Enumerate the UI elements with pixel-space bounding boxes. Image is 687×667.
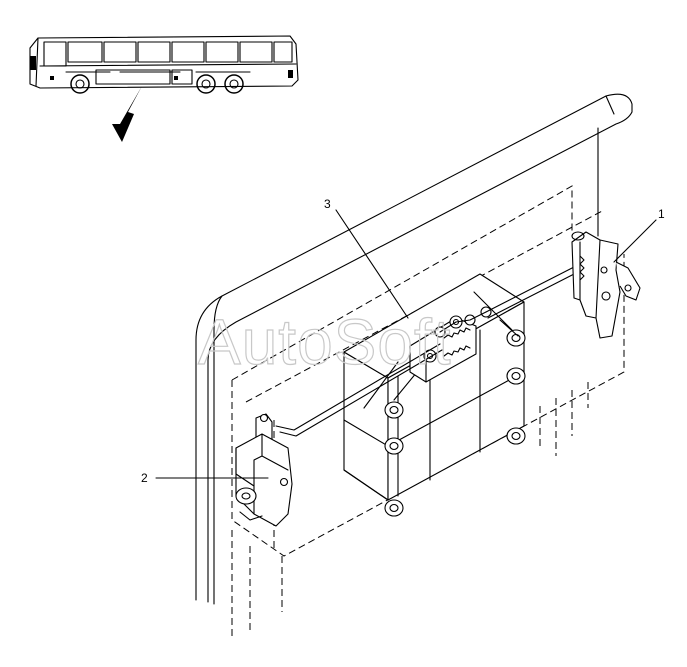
callout-2: 2 [141, 471, 269, 485]
callout-3: 3 [324, 197, 409, 319]
left-latch [235, 413, 293, 527]
mechanism-frame [343, 273, 526, 517]
linkage-rod [275, 265, 579, 437]
door-frame [195, 93, 633, 605]
callout-label-3: 3 [324, 197, 331, 211]
watermark-text: AutoSoft [198, 306, 452, 378]
gear-assembly [409, 306, 492, 383]
location-arrow [112, 86, 142, 142]
callout-label-2: 2 [141, 471, 148, 485]
callout-1: 1 [613, 207, 665, 263]
callout-label-1: 1 [658, 207, 665, 221]
bus-thumbnail [29, 35, 299, 94]
right-latch [571, 231, 641, 339]
